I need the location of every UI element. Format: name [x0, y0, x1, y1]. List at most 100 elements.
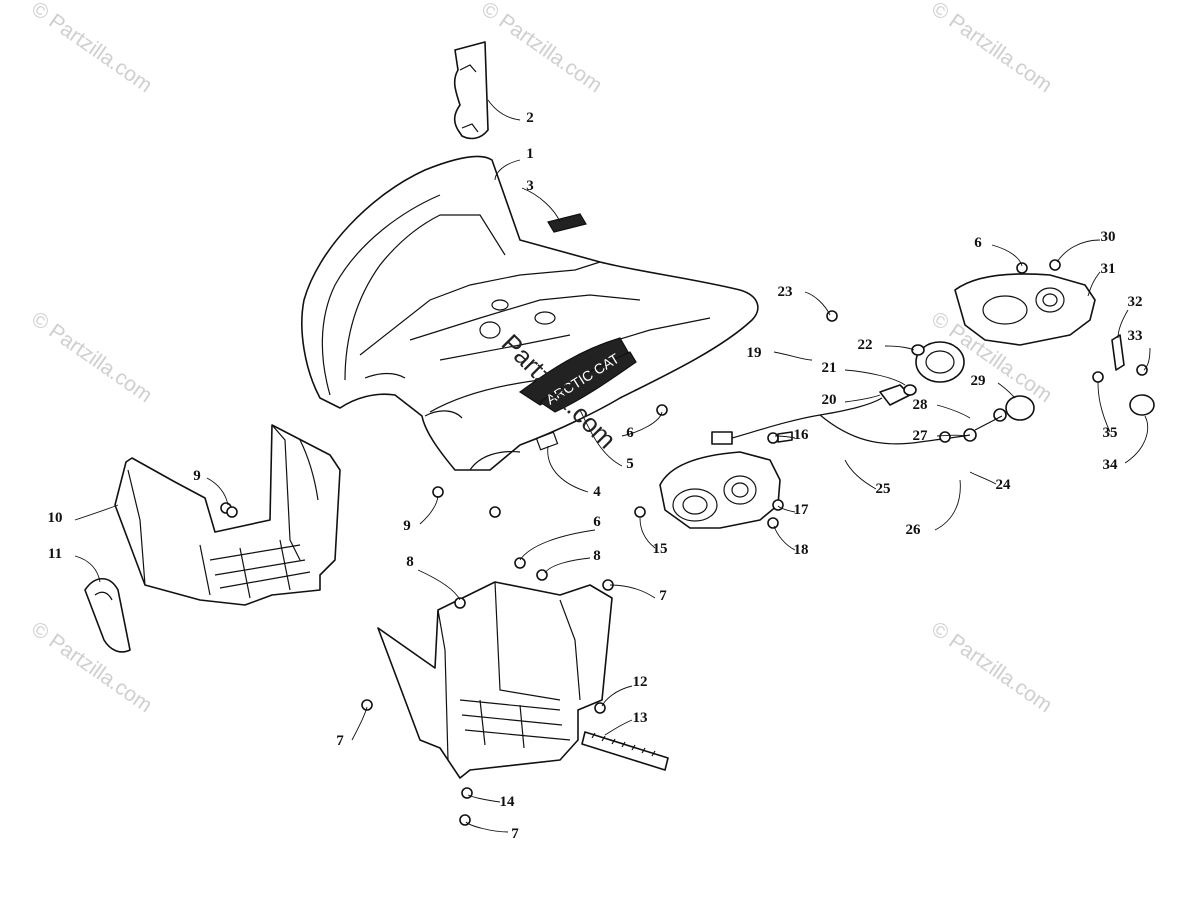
callout-number-5: 5 [626, 456, 634, 472]
fastener-icon [454, 597, 466, 609]
callout-number-23: 23 [778, 284, 793, 300]
fastener-icon [939, 431, 951, 443]
leader-line [991, 244, 1023, 267]
callout-number-14: 14 [500, 794, 516, 810]
fastener-icon [767, 517, 779, 529]
leader-line [1056, 239, 1101, 263]
right-footwell-part [377, 581, 613, 779]
fastener-icon [656, 404, 668, 416]
callout-number-9: 9 [193, 468, 201, 484]
leader-line [884, 345, 915, 351]
step-rail-part [581, 731, 669, 771]
leader-line [601, 685, 633, 707]
watermark-text: © Partzilla.com [477, 0, 606, 97]
leader-lines [74, 99, 1151, 833]
watermark-text: © Partzilla.com [27, 617, 156, 717]
fastener-icon [1016, 262, 1028, 274]
callout-number-20: 20 [822, 392, 837, 408]
fastener-icon [767, 432, 779, 444]
fastener-icon [634, 506, 646, 518]
callout-number-15: 15 [653, 541, 668, 557]
leader-line [1097, 381, 1111, 433]
callout-number-17: 17 [794, 502, 810, 518]
callout-number-1: 1 [526, 146, 534, 162]
leader-line [579, 409, 623, 467]
leader-line [936, 434, 967, 437]
leader-line [773, 351, 813, 361]
leader-line [774, 435, 796, 439]
fastener-icon [226, 506, 238, 518]
leader-line [844, 459, 877, 490]
leader-line [1117, 309, 1129, 339]
callout-number-18: 18 [794, 542, 809, 558]
callout-number-31: 31 [1101, 261, 1116, 277]
leader-line [844, 369, 906, 386]
callout-number-25: 25 [876, 481, 891, 497]
callout-number-2: 2 [526, 110, 534, 126]
callout-number-27: 27 [913, 428, 929, 444]
fastener-icon [361, 699, 373, 711]
fastener-icon [432, 486, 444, 498]
callout-number-32: 32 [1128, 294, 1143, 310]
leader-line [639, 517, 656, 549]
protective-sheet-part [453, 41, 489, 140]
leader-line [1124, 415, 1149, 464]
callout-number-28: 28 [913, 397, 928, 413]
leader-line [519, 529, 596, 561]
callout-number-30: 30 [1101, 229, 1116, 245]
callout-number-3: 3 [526, 178, 534, 194]
fastener-icon [1049, 259, 1061, 271]
callout-number-7: 7 [511, 826, 519, 842]
callout-number-19: 19 [747, 345, 762, 361]
hardware-layer [220, 259, 1148, 826]
leader-line [844, 394, 881, 403]
callout-number-34: 34 [1103, 457, 1119, 473]
callout-number-13: 13 [633, 710, 648, 726]
leader-line [521, 187, 561, 223]
callout-number-21: 21 [822, 360, 837, 376]
leader-line [621, 411, 663, 437]
leader-line [351, 706, 368, 741]
wiring-harness-part [711, 397, 1003, 445]
callout-number-29: 29 [971, 373, 986, 389]
callout-number-24: 24 [996, 477, 1012, 493]
leader-line [544, 557, 591, 574]
tail-light-housing-left [659, 451, 781, 529]
leader-line [777, 505, 796, 513]
callout-number-12: 12 [633, 674, 648, 690]
callout-number-11: 11 [48, 546, 62, 562]
callout-number-16: 16 [794, 427, 810, 443]
leader-line [494, 159, 521, 181]
fastener-icon [1092, 371, 1104, 383]
callout-number-6: 6 [974, 235, 982, 251]
callout-number-6: 6 [626, 425, 634, 441]
callout-number-22: 22 [858, 337, 873, 353]
callout-number-8: 8 [593, 548, 601, 564]
callout-number-26: 26 [906, 522, 922, 538]
leader-line [465, 821, 509, 833]
leader-line [1087, 271, 1101, 297]
leader-line [804, 291, 831, 316]
watermark-text: © Partzilla.com [927, 0, 1056, 97]
leader-line [547, 445, 589, 493]
callout-number-4: 4 [593, 484, 601, 500]
leader-line [206, 477, 229, 506]
leader-line [74, 504, 119, 521]
fastener-icon [489, 506, 501, 518]
left-footwell-part [114, 424, 341, 606]
bracket-part [1111, 334, 1155, 416]
leader-line [1143, 347, 1151, 371]
leader-line [969, 471, 997, 485]
callout-number-35: 35 [1103, 425, 1118, 441]
leader-line [604, 719, 633, 736]
callout-number-8: 8 [406, 554, 414, 570]
callout-number-10: 10 [48, 510, 63, 526]
callout-number-7: 7 [336, 733, 344, 749]
callout-number-33: 33 [1128, 328, 1143, 344]
callout-number-9: 9 [403, 518, 411, 534]
decal-part [547, 213, 587, 233]
leader-line [74, 555, 101, 583]
fastener-icon [594, 702, 606, 714]
